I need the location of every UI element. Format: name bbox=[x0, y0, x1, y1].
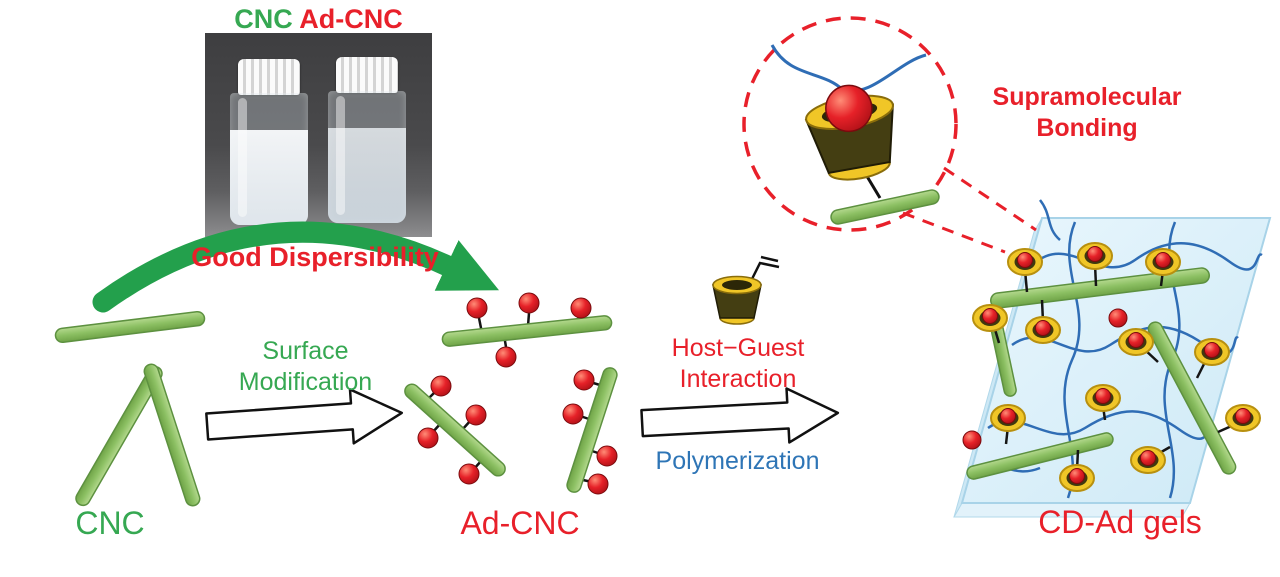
cd-ad-complex bbox=[1118, 328, 1154, 356]
polymerization-label: Polymerization bbox=[655, 447, 820, 475]
guest-sphere bbox=[825, 84, 873, 133]
adcnc-rod bbox=[441, 315, 613, 347]
adamantane-sphere bbox=[596, 445, 618, 467]
adamantane-sphere bbox=[430, 375, 452, 397]
polymer-chain bbox=[1038, 199, 1061, 241]
cd-ad-complex bbox=[1007, 248, 1043, 276]
adamantane-spheres bbox=[417, 292, 618, 495]
supramolecular-bonding-label: Supramolecular Bonding bbox=[978, 82, 1196, 143]
cd-ad-complex bbox=[990, 404, 1026, 432]
cd-ad-complex bbox=[1194, 338, 1230, 366]
photo-label-cnc: CNC bbox=[234, 4, 293, 34]
supramolecular-line1: Supramolecular bbox=[992, 83, 1182, 111]
adamantane-sphere bbox=[466, 297, 488, 319]
guest-rod bbox=[830, 189, 940, 225]
gel-rod bbox=[966, 432, 1114, 480]
free-guest-sphere bbox=[962, 430, 982, 450]
vials-photo bbox=[205, 33, 432, 237]
vinyl-double-bond bbox=[760, 255, 779, 263]
photo-labels: CNC Ad-CNC bbox=[205, 3, 432, 36]
zoom-connector-line bbox=[943, 166, 1037, 232]
cd-ad-complex bbox=[1077, 242, 1113, 270]
gel-slab bbox=[953, 199, 1272, 518]
vial-cnc bbox=[225, 59, 313, 225]
gel-rod bbox=[990, 267, 1210, 309]
vinyl-group bbox=[749, 261, 780, 282]
adcnc-rod bbox=[404, 383, 506, 477]
host-guest-label: Host−Guest Interaction bbox=[643, 333, 833, 394]
adamantane-sphere bbox=[587, 473, 609, 495]
adcnc-rod bbox=[566, 367, 618, 493]
adamantane-sphere bbox=[495, 346, 517, 368]
adamantane-sphere bbox=[573, 369, 595, 391]
adamantane-sphere bbox=[465, 404, 487, 426]
surface-modification-arrow bbox=[205, 388, 404, 445]
cnc-rod bbox=[54, 310, 206, 344]
adcnc-rods bbox=[404, 292, 618, 495]
cd-monomer-icon bbox=[712, 255, 780, 325]
adamantane-sphere bbox=[570, 297, 592, 319]
cd-ad-complex bbox=[1025, 316, 1061, 344]
adamantane-sphere bbox=[417, 427, 439, 449]
cd-ad-complexes bbox=[962, 242, 1261, 492]
polymer-chain bbox=[770, 44, 845, 92]
cd-ad-complex bbox=[1145, 248, 1181, 276]
surface-modification-line1: Surface bbox=[262, 337, 349, 365]
host-guest-line2: Interaction bbox=[679, 364, 797, 393]
zoom-connector-line bbox=[902, 211, 1006, 254]
cnc-rods bbox=[54, 310, 206, 507]
surface-modification-label: Surface Modification bbox=[213, 336, 398, 397]
vial-glass bbox=[230, 93, 308, 225]
host-guest-line1: Host−Guest bbox=[671, 334, 805, 362]
cnc-label: CNC bbox=[75, 505, 145, 541]
adcnc-label: Ad-CNC bbox=[460, 505, 580, 541]
cd-ad-complex bbox=[1225, 404, 1261, 432]
cd-cup bbox=[804, 84, 894, 181]
cd-ad-complex bbox=[1059, 464, 1095, 492]
adamantane-sphere bbox=[562, 403, 584, 425]
vial-adcnc bbox=[323, 57, 411, 223]
cd-ad-complex bbox=[1130, 446, 1166, 474]
polymerization-arrow bbox=[640, 387, 840, 444]
zoom-bubble bbox=[742, 16, 1037, 254]
vial-glass bbox=[328, 91, 406, 223]
cd-ad-gels-label: CD-Ad gels bbox=[1038, 504, 1202, 540]
photo-label-adcnc: Ad-CNC bbox=[299, 4, 403, 34]
adamantane-sphere bbox=[458, 463, 480, 485]
supramolecular-line2: Bonding bbox=[1036, 113, 1138, 142]
free-guest-sphere bbox=[1108, 308, 1128, 328]
dispersibility-arrow bbox=[92, 221, 500, 313]
vial-cap bbox=[238, 59, 300, 95]
cnc-rod bbox=[143, 363, 201, 507]
cnc-rod bbox=[75, 365, 163, 507]
surface-modification-line2: Modification bbox=[238, 367, 373, 396]
cd-ad-complex bbox=[1085, 384, 1121, 412]
adamantane-sphere bbox=[518, 292, 540, 314]
vial-cap bbox=[336, 57, 398, 93]
cd-ad-complex bbox=[972, 304, 1008, 332]
gel-rod bbox=[1147, 321, 1237, 475]
good-dispersibility-caption: Good Dispersibility bbox=[191, 242, 439, 272]
